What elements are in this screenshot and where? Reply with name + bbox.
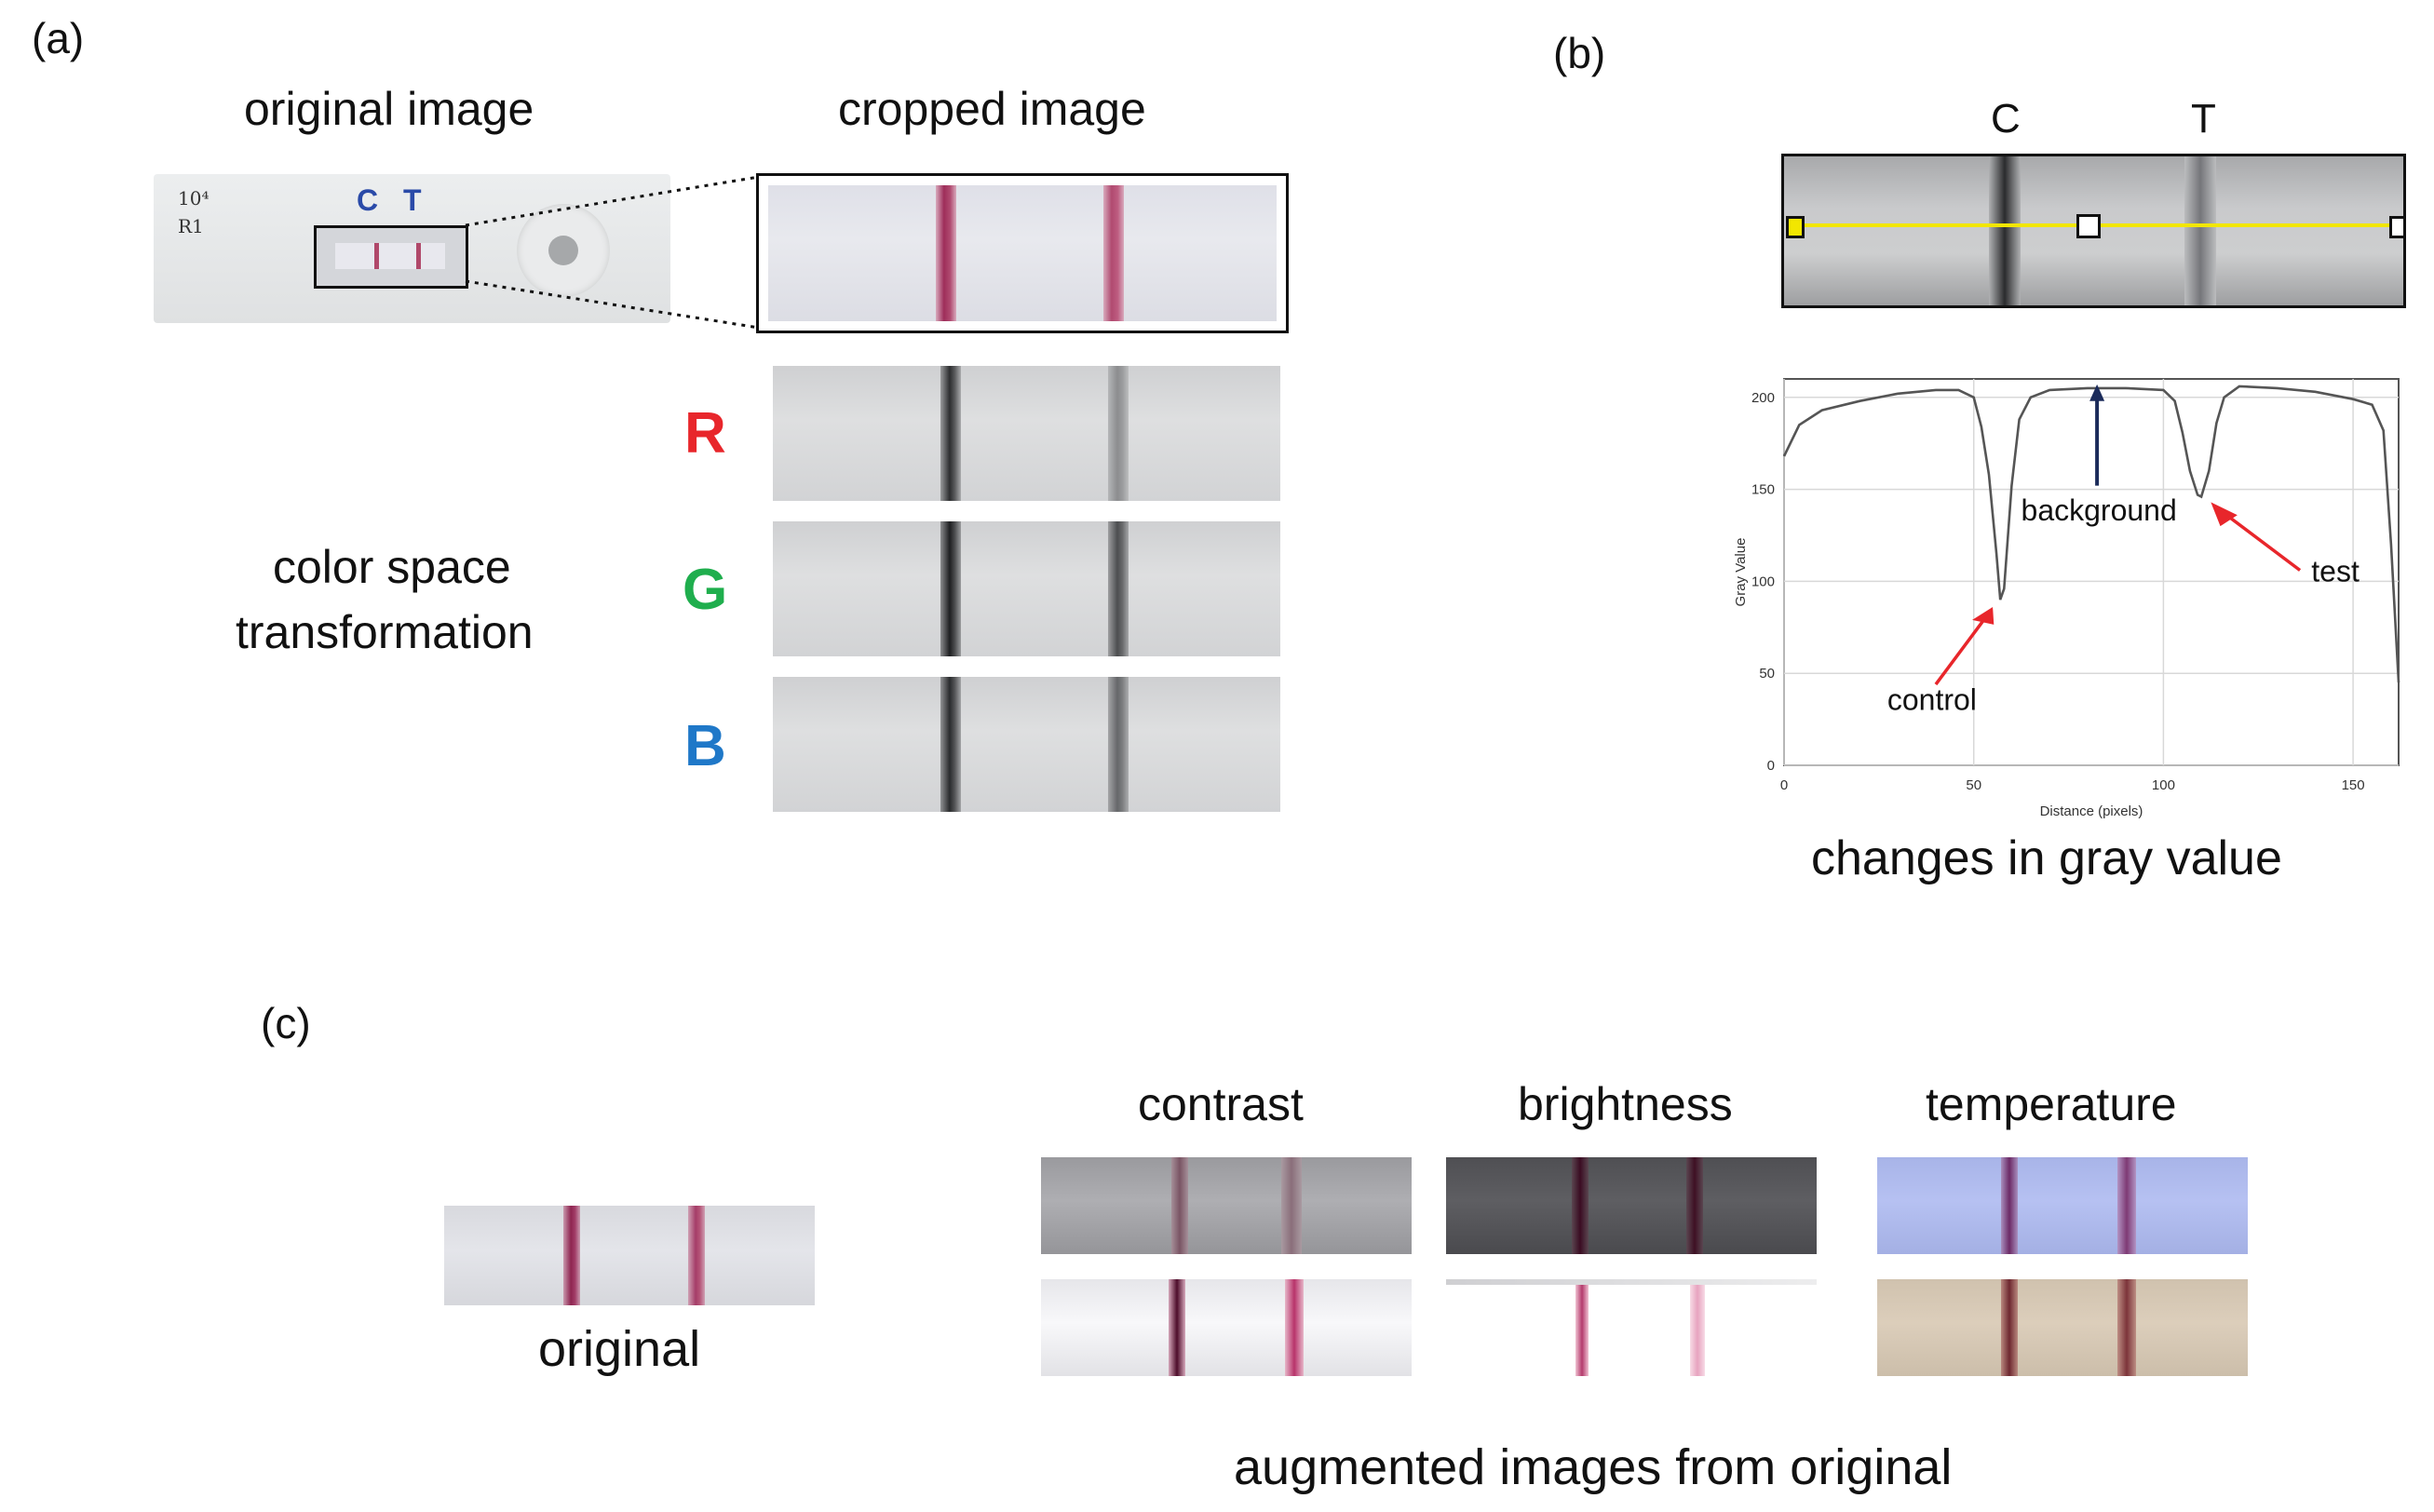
y-tick-label: 0	[1767, 758, 1775, 774]
test-arrow-shaft	[2223, 511, 2302, 572]
strip-c-label: C	[1991, 96, 2021, 142]
temperature-warm-strip	[1877, 1279, 2248, 1376]
plot-frame	[1783, 378, 2400, 766]
cassette-test-line	[416, 243, 421, 269]
control-annotation: control	[1887, 683, 1977, 717]
original-image-title: original image	[244, 83, 534, 135]
control-arrow-head	[1972, 607, 1995, 625]
x-tick-label: 0	[1780, 777, 1788, 793]
channel-g-label: G	[683, 558, 728, 622]
col-brightness-title: brightness	[1518, 1078, 1733, 1130]
original-strip	[444, 1206, 815, 1305]
original-label: original	[538, 1321, 701, 1377]
background-annotation: background	[2022, 493, 2177, 527]
transform-title-line2: transformation	[236, 606, 534, 658]
panel-c-letter: (c)	[261, 999, 311, 1047]
strip-t-label: T	[2191, 96, 2216, 142]
cassette-handwriting-1: 10⁴	[178, 187, 210, 209]
x-axis-label: Distance (pixels)	[2040, 803, 2143, 819]
profile-handle-mid	[2076, 214, 2101, 238]
background-arrow-head	[2089, 384, 2105, 401]
control-arrow-shaft	[1934, 616, 1987, 686]
x-tick-label: 100	[2152, 777, 2175, 793]
gray-strip	[1781, 154, 2406, 308]
cassette-t-label: T	[403, 183, 422, 217]
panel-b-letter: (b)	[1553, 29, 1606, 77]
panel-a-letter: (a)	[32, 14, 85, 62]
x-tick-label: 50	[1966, 777, 1981, 793]
col-contrast-title: contrast	[1138, 1078, 1304, 1130]
y-axis-label: Gray Value	[1733, 538, 1749, 607]
y-tick-label: 200	[1751, 390, 1775, 406]
cassette-window	[314, 225, 468, 289]
cassette-control-line	[374, 243, 379, 269]
channel-r-label: R	[684, 401, 726, 466]
cropped-image-title: cropped image	[838, 83, 1146, 135]
augmented-caption: augmented images from original	[1234, 1439, 1953, 1495]
test-annotation: test	[2311, 554, 2360, 587]
channel-b-label: B	[684, 714, 726, 778]
gray-value-series-line	[1782, 385, 2400, 683]
cassette-handwriting-2: R1	[178, 215, 204, 237]
y-tick-label: 100	[1751, 574, 1775, 589]
channel-g-strip	[773, 521, 1280, 656]
profile-handle-left	[1786, 216, 1805, 238]
profile-caption: changes in gray value	[1811, 831, 2282, 885]
x-tick-label: 150	[2342, 777, 2365, 793]
transform-title-line1: color space	[273, 541, 511, 593]
cassette-c-label: C	[357, 183, 379, 217]
y-tick-label: 50	[1759, 666, 1775, 682]
sample-well	[517, 204, 610, 297]
channel-r-strip	[773, 366, 1280, 501]
brightness-high-strip	[1446, 1279, 1817, 1376]
cropped-image-frame	[756, 173, 1289, 333]
contrast-low-strip	[1041, 1157, 1412, 1254]
brightness-low-strip	[1446, 1157, 1817, 1254]
col-temperature-title: temperature	[1926, 1078, 2177, 1130]
cropped-strip	[768, 185, 1277, 321]
channel-b-strip	[773, 677, 1280, 812]
profile-handle-right	[2389, 216, 2403, 238]
test-arrow-head	[2211, 502, 2238, 527]
contrast-high-strip	[1041, 1279, 1412, 1376]
temperature-cool-strip	[1877, 1157, 2248, 1254]
y-tick-label: 150	[1751, 482, 1775, 498]
test-cassette-photo: 10⁴ R1 C T	[154, 174, 670, 323]
